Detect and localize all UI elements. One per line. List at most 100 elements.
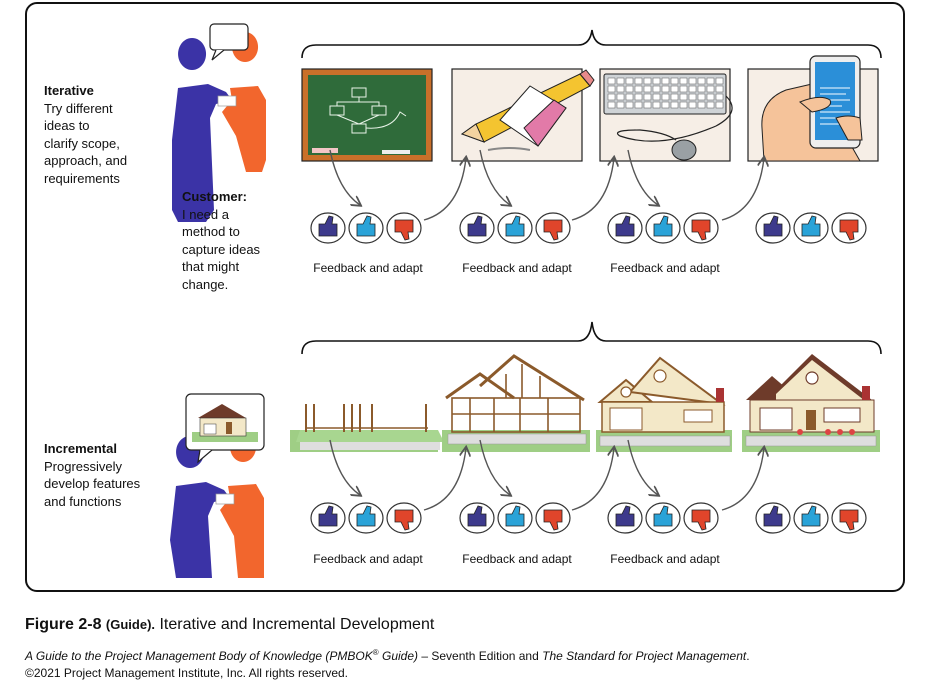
- key-icon: [670, 93, 679, 101]
- key-icon: [661, 101, 670, 109]
- flow-arrow: [627, 439, 658, 495]
- person-orange-icon: [222, 32, 266, 172]
- key-icon: [634, 101, 643, 109]
- feedback-label: Feedback and adapt: [313, 552, 423, 566]
- key-icon: [670, 101, 679, 109]
- key-icon: [715, 93, 724, 101]
- incremental-heading: Incremental: [44, 441, 117, 456]
- feedback-cluster: [755, 212, 867, 244]
- flow-arrow: [329, 149, 360, 205]
- key-icon: [661, 77, 670, 85]
- thumbs-down-icon: [683, 212, 719, 244]
- feedback-cluster: [459, 212, 571, 244]
- brace-top: [301, 29, 882, 59]
- phone-panel: [747, 55, 879, 162]
- feedback-cluster: [310, 212, 422, 244]
- thumbs-down-icon: [535, 212, 571, 244]
- house-stage-3: [596, 356, 732, 452]
- house-thought-bubble-icon: [185, 393, 265, 464]
- feedback-cluster: [459, 502, 571, 534]
- brace-bottom: [301, 321, 882, 355]
- key-icon: [697, 93, 706, 101]
- key-icon: [670, 85, 679, 93]
- flow-arrow: [627, 149, 658, 205]
- key-icon: [625, 101, 634, 109]
- iterative-description: Try different ideas to clarify scope, ap…: [44, 100, 128, 186]
- feedback-label: Feedback and adapt: [462, 261, 572, 275]
- thumbs-up-icon: [348, 212, 384, 244]
- feedback-cluster: [607, 212, 719, 244]
- source-middle: – Seventh Edition and: [418, 649, 543, 663]
- guide-title: A Guide to the Project Management Body o…: [25, 649, 373, 663]
- key-icon: [706, 93, 715, 101]
- key-icon: [715, 85, 724, 93]
- flow-arrow: [571, 158, 614, 221]
- flow-arrow: [571, 448, 614, 511]
- house-stage-2: [442, 354, 590, 452]
- key-icon: [652, 93, 661, 101]
- feedback-label: Feedback and adapt: [610, 552, 720, 566]
- thumbs-up-icon: [310, 212, 346, 244]
- thumbs-up-icon: [459, 502, 495, 534]
- key-icon: [661, 85, 670, 93]
- customer-figures-bottom: [170, 393, 265, 578]
- thumbs-up-icon: [497, 502, 533, 534]
- flow-arrow: [479, 149, 510, 205]
- source-end: .: [746, 649, 750, 663]
- key-icon: [679, 85, 688, 93]
- figure-title: Iterative and Incremental Development: [159, 616, 435, 633]
- key-icon: [607, 85, 616, 93]
- chalkboard-panel: [301, 68, 433, 162]
- standard-title: The Standard for Project Management: [542, 649, 747, 663]
- keyboard-mouse-panel: [599, 68, 733, 162]
- copyright-notice: ©2021 Project Management Institute, Inc.…: [25, 666, 349, 680]
- key-icon: [634, 93, 643, 101]
- thumbs-up-icon: [348, 502, 384, 534]
- key-icon: [688, 93, 697, 101]
- person-blue-icon: [170, 436, 230, 578]
- feedback-label: Feedback and adapt: [462, 552, 572, 566]
- figure-number: Figure 2-8: [25, 616, 102, 633]
- house-stage-4: [742, 354, 880, 452]
- source-credit: A Guide to the Project Management Body o…: [25, 644, 750, 682]
- figure-caption: Figure 2-8 (Guide). Iterative and Increm…: [25, 616, 434, 634]
- diagram-frame: [25, 2, 905, 592]
- thumbs-up-icon: [793, 502, 829, 534]
- flow-arrow: [479, 439, 510, 495]
- iterative-heading: Iterative: [44, 83, 94, 98]
- registered-mark: ®: [372, 648, 379, 657]
- key-icon: [634, 85, 643, 93]
- key-icon: [607, 101, 616, 109]
- key-icon: [679, 77, 688, 85]
- thumbs-up-icon: [310, 502, 346, 534]
- flow-arrow: [721, 158, 764, 221]
- thumbs-up-icon: [607, 212, 643, 244]
- key-icon: [616, 77, 625, 85]
- house-stage-1: [290, 404, 444, 452]
- thumbs-up-icon: [645, 502, 681, 534]
- key-icon: [706, 85, 715, 93]
- iterative-text: Iterative Try different ideas to clarify…: [44, 82, 127, 187]
- flow-arrow: [423, 448, 466, 511]
- thumbs-up-icon: [607, 502, 643, 534]
- thumbs-up-icon: [459, 212, 495, 244]
- key-icon: [625, 85, 634, 93]
- thumbs-up-icon: [793, 212, 829, 244]
- thumbs-up-icon: [645, 212, 681, 244]
- pencil-eraser-panel: [451, 68, 595, 162]
- key-icon: [697, 77, 706, 85]
- feedback-cluster: [607, 502, 719, 534]
- key-icon: [652, 77, 661, 85]
- guide-title-end: Guide): [378, 649, 419, 663]
- thumbs-down-icon: [683, 502, 719, 534]
- feedback-cluster: [310, 502, 422, 534]
- key-icon: [715, 101, 724, 109]
- key-icon: [697, 85, 706, 93]
- customer-quote: I need a method to capture ideas that mi…: [182, 206, 261, 292]
- flow-arrow: [721, 448, 764, 511]
- key-icon: [679, 101, 688, 109]
- incremental-text: Incremental Progressively develop featur…: [44, 440, 140, 510]
- customer-text: Customer: I need a method to capture ide…: [182, 188, 260, 293]
- key-icon: [697, 101, 706, 109]
- key-icon: [652, 85, 661, 93]
